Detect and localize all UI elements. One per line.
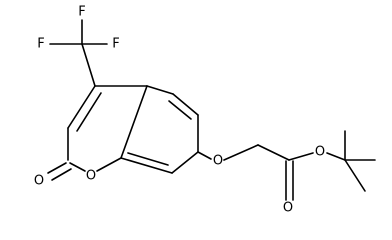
atom-o-carbonyl-ester: O — [283, 201, 293, 216]
bond-c2-o-ring — [69, 162, 86, 172]
bond-c4-c3 — [67, 85, 96, 129]
bond-o-ring-c8a — [96, 157, 122, 172]
bond-c-tbu-me-down — [344, 159, 366, 192]
molecule-structure-diagram: F F F O O O O O — [34, 5, 376, 216]
bond-c7-o-ether — [197, 151, 212, 160]
bond-c8-c8a — [120, 157, 173, 174]
bond-c7-c8 — [171, 151, 199, 174]
bond-c2-o-carbonyl — [47, 162, 67, 174]
atom-o-ring: O — [86, 169, 96, 184]
atom-f-right: F — [112, 37, 119, 52]
bond-c5-c6 — [172, 93, 199, 116]
atom-f-top: F — [78, 5, 85, 20]
atom-o-carbonyl-lactone: O — [34, 174, 44, 189]
bond-c4a-c5 — [146, 85, 174, 95]
bond-o-ester-c-tbu — [326, 152, 346, 161]
bond-o-ether-ch2 — [223, 144, 259, 161]
bond-ch2-c-ester — [257, 144, 290, 161]
atom-o-ether: O — [213, 154, 223, 169]
bond-c5-c6-double — [168, 100, 192, 120]
bond-c-ester-o-ester — [288, 152, 314, 161]
bond-c4-cf3 — [81, 43, 96, 87]
bond-c4-c3-double — [76, 92, 102, 132]
atom-f-left: F — [37, 37, 44, 52]
atom-o-ester: O — [315, 145, 325, 160]
bond-c8-c8a-double — [127, 152, 169, 166]
bond-c2-o-carbonyl-double — [51, 168, 72, 181]
bond-c4a-c8a — [120, 85, 148, 159]
